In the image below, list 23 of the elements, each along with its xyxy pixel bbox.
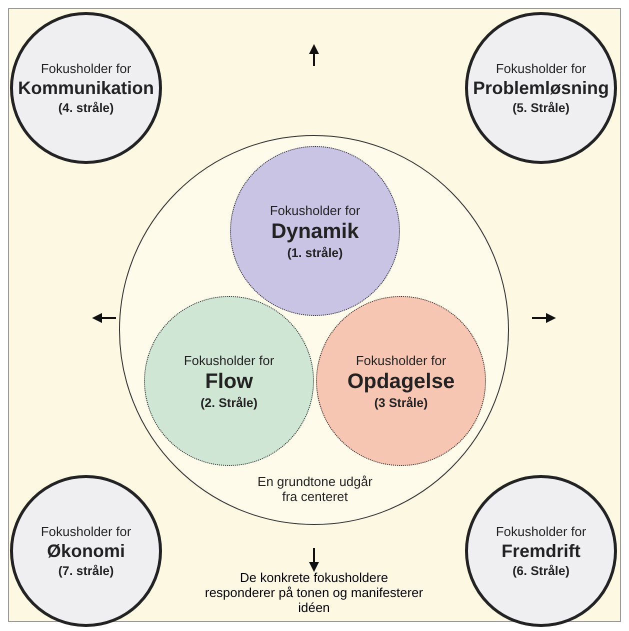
circle-title: Opdagelse — [347, 370, 455, 394]
ray-number: (1. stråle) — [287, 246, 343, 260]
circle-caption: Fokusholder for — [496, 61, 586, 76]
circle-title: Problemløsning — [472, 78, 609, 99]
circle-caption: Fokusholder for — [356, 352, 446, 368]
ray-number: (6. Stråle) — [512, 564, 570, 578]
center-caption: En grundtone udgår fra centeret — [256, 474, 374, 504]
circle-caption: Fokusholder for — [40, 524, 132, 539]
note-text: De konkrete fokusholdere responderer på tonen og manifesterer idéen — [204, 570, 424, 615]
ray-number: (7. stråle) — [58, 564, 114, 578]
ray-number: (3 Stråle) — [374, 396, 428, 410]
circle-caption: Fokusholder for — [496, 524, 586, 539]
circle-title: Kommunikation — [18, 78, 154, 99]
circle-title: Økonomi — [46, 541, 125, 562]
ray-number: (5. Stråle) — [512, 101, 570, 115]
ray-number: (2. Stråle) — [200, 396, 258, 410]
circle-title: Fremdrift — [501, 541, 580, 562]
circle-caption: Fokusholder for — [270, 202, 360, 218]
ray-number: (4. stråle) — [58, 101, 114, 115]
circle-caption: Fokusholder for — [40, 61, 132, 76]
circle-caption: Fokusholder for — [184, 352, 274, 368]
circle-title: Dynamik — [271, 220, 359, 244]
circle-title: Flow — [205, 370, 253, 394]
